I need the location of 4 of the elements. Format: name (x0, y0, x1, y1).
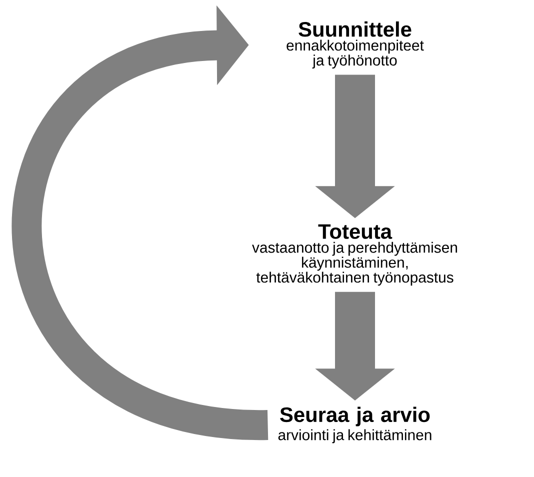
curved-arrow (12, 5, 270, 440)
step-text: Suunnittele ennakkotoimenpiteet ja työhönotto (286, 21, 424, 69)
step-text: Seuraa ja arvio arviointi ja kehittäminen (278, 406, 432, 444)
step-text: Toteuta vastaanotto ja perehdyttämisen käynnistäminen, tehtäväkohtainen työnopastus (252, 224, 458, 286)
